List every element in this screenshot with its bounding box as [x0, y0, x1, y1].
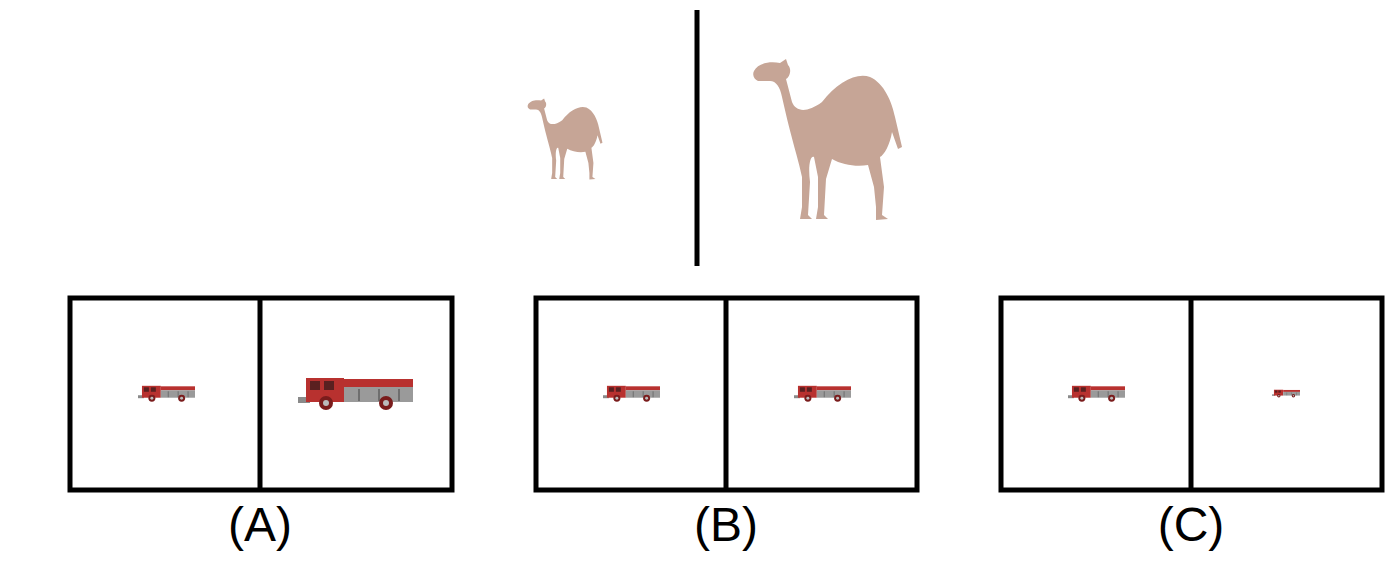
option-label: (B) [694, 497, 758, 553]
option-label: (C) [1158, 497, 1225, 553]
option-box [536, 298, 917, 490]
panel-divider [724, 298, 729, 490]
large-camel [753, 59, 902, 220]
small-truck [794, 386, 851, 402]
tiny-truck [1272, 390, 1300, 398]
divider-line [695, 10, 700, 266]
small-camel [528, 98, 603, 179]
option-label: (A) [228, 497, 292, 553]
large-truck [298, 378, 413, 410]
option-box [1001, 298, 1382, 490]
panel-divider [258, 298, 263, 490]
small-truck [138, 386, 195, 402]
small-truck [603, 386, 660, 402]
option-box [70, 298, 452, 490]
panel-divider [1189, 298, 1194, 490]
small-truck [1068, 386, 1125, 402]
